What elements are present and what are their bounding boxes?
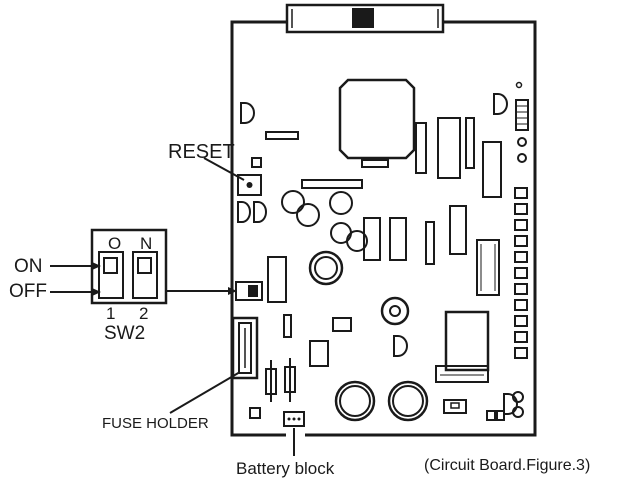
top-connector bbox=[285, 3, 445, 34]
led-components bbox=[237, 93, 518, 415]
fuse-holder-label: FUSE HOLDER bbox=[102, 415, 209, 432]
on-label: ON bbox=[14, 256, 43, 277]
capacitors bbox=[281, 190, 429, 422]
sw2-name-label: SW2 bbox=[104, 323, 145, 344]
transformer bbox=[435, 310, 490, 383]
reset-leader-line bbox=[203, 157, 245, 181]
fuse-holder-leader-line bbox=[169, 371, 241, 414]
board-outline bbox=[230, 20, 537, 437]
sw2-switch-2-label: 2 bbox=[139, 304, 148, 323]
sw2-switch-1-label: 1 bbox=[106, 304, 115, 323]
figure-caption: (Circuit Board.Figure.3) bbox=[424, 457, 590, 474]
sw2-top-left-label: O bbox=[108, 234, 121, 253]
sw2-pointer-head bbox=[228, 287, 237, 295]
off-arrow-head bbox=[92, 288, 101, 296]
resistors bbox=[265, 358, 296, 402]
reset-label: RESET bbox=[168, 141, 235, 163]
reset-button bbox=[237, 174, 262, 196]
battery-block-label: Battery block bbox=[236, 459, 335, 478]
off-label: OFF bbox=[9, 281, 47, 302]
middle-ics bbox=[267, 205, 500, 367]
battery-connector bbox=[283, 411, 305, 427]
on-arrow-head bbox=[92, 262, 101, 270]
right-ics bbox=[415, 81, 529, 198]
strip-components bbox=[251, 131, 389, 189]
fuse-holder bbox=[231, 316, 259, 380]
small-part bbox=[249, 407, 261, 419]
board-jumper bbox=[235, 281, 263, 301]
sw2-top-right-label: N bbox=[140, 234, 152, 253]
processor-chip bbox=[338, 78, 416, 160]
sw2-switch bbox=[90, 228, 168, 305]
terminal-block bbox=[514, 187, 528, 359]
bottom-right-parts bbox=[443, 391, 524, 421]
